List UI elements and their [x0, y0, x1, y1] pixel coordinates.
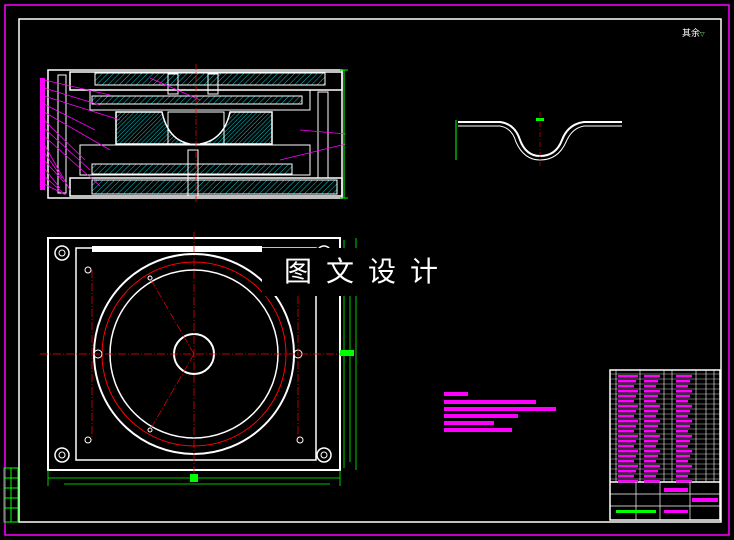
parts-list-cell-text — [644, 435, 660, 438]
parts-list-cell-text — [618, 405, 638, 408]
parts-list-cell-text — [644, 470, 658, 473]
parts-list-cell-text — [618, 445, 634, 448]
parts-list-cell-text — [618, 480, 638, 483]
parts-list-cell-text — [644, 425, 658, 428]
parts-list-cell-text — [676, 435, 692, 438]
parts-list-cell-text — [644, 375, 660, 378]
parts-list-cell-text — [676, 400, 688, 403]
parts-list-cell-text — [618, 385, 634, 388]
parts-list-cell-text — [644, 480, 660, 483]
parts-list-cell-text — [644, 475, 656, 478]
parts-list-cell-text — [644, 440, 658, 443]
parts-list-cell-text — [676, 455, 690, 458]
parts-list-cell-text — [618, 450, 638, 453]
parts-list-cell-text — [676, 460, 688, 463]
parts-list-cell-text — [676, 375, 692, 378]
binding-stamp — [3, 467, 19, 523]
parts-list-cell-text — [644, 430, 656, 433]
parts-list-cell-text — [644, 420, 660, 423]
parts-list-cell-text — [618, 380, 636, 383]
outer-border — [4, 4, 730, 536]
parts-list-cell-text — [676, 430, 688, 433]
part-profile — [455, 112, 622, 166]
parts-list-cell-text — [676, 395, 690, 398]
parts-list-cell-text — [676, 410, 690, 413]
parts-list-cell-text — [676, 425, 690, 428]
parts-list-cell-text — [618, 465, 638, 468]
parts-list-cell-text — [676, 450, 692, 453]
parts-list-cell-text — [618, 460, 634, 463]
corner-note-label: 其余 — [682, 29, 701, 39]
watermark-text: 图文设计 — [262, 248, 474, 296]
parts-list-cell-text — [618, 415, 634, 418]
parts-list-cell-text — [644, 460, 656, 463]
parts-list-cell-text — [618, 435, 638, 438]
parts-list-cell-text — [644, 380, 658, 383]
parts-list-cell-text — [644, 385, 656, 388]
parts-list-cell-text — [618, 390, 638, 393]
parts-list-cell-text — [644, 450, 660, 453]
parts-list-cell-text — [618, 410, 636, 413]
parts-list-cell-text — [618, 425, 636, 428]
parts-list-cell-text — [644, 405, 660, 408]
roughness-symbol: ▽ — [700, 31, 705, 38]
parts-list-cell-text — [644, 455, 658, 458]
parts-list-cell-text — [618, 400, 634, 403]
parts-list-cell-text — [644, 415, 656, 418]
parts-list-cell-text — [618, 470, 636, 473]
parts-list-cell-text — [676, 465, 692, 468]
parts-list-cell-text — [618, 430, 634, 433]
parts-list-cell-text — [676, 445, 688, 448]
parts-list-cell-text — [676, 440, 690, 443]
parts-list-cell-text — [676, 405, 692, 408]
parts-list-cell-text — [618, 475, 634, 478]
parts-list-cell-text — [618, 395, 636, 398]
plan-view — [40, 232, 357, 486]
parts-list-cell-text — [618, 375, 638, 378]
section-view — [40, 64, 348, 204]
technical-notes — [444, 392, 556, 432]
parts-list-cell-text — [676, 415, 688, 418]
parts-list-cell-text — [618, 440, 636, 443]
parts-list-cell-text — [644, 395, 658, 398]
inner-border — [18, 18, 722, 523]
parts-list-cell-text — [676, 480, 692, 483]
parts-list-cell-text — [644, 390, 660, 393]
parts-list — [609, 369, 721, 521]
parts-list-cell-text — [618, 455, 636, 458]
parts-list-cell-text — [676, 470, 690, 473]
parts-list-cell-text — [676, 385, 688, 388]
parts-list-cell-text — [676, 380, 690, 383]
parts-list-cell-text — [676, 390, 692, 393]
parts-list-cell-text — [644, 410, 658, 413]
parts-list-cell-text — [644, 400, 656, 403]
parts-list-cell-text — [618, 420, 638, 423]
parts-list-cell-text — [676, 420, 692, 423]
surface-roughness-note: 其余▽ — [682, 26, 705, 39]
parts-list-cell-text — [676, 475, 688, 478]
parts-list-cell-text — [644, 445, 656, 448]
parts-list-cell-text — [644, 465, 660, 468]
